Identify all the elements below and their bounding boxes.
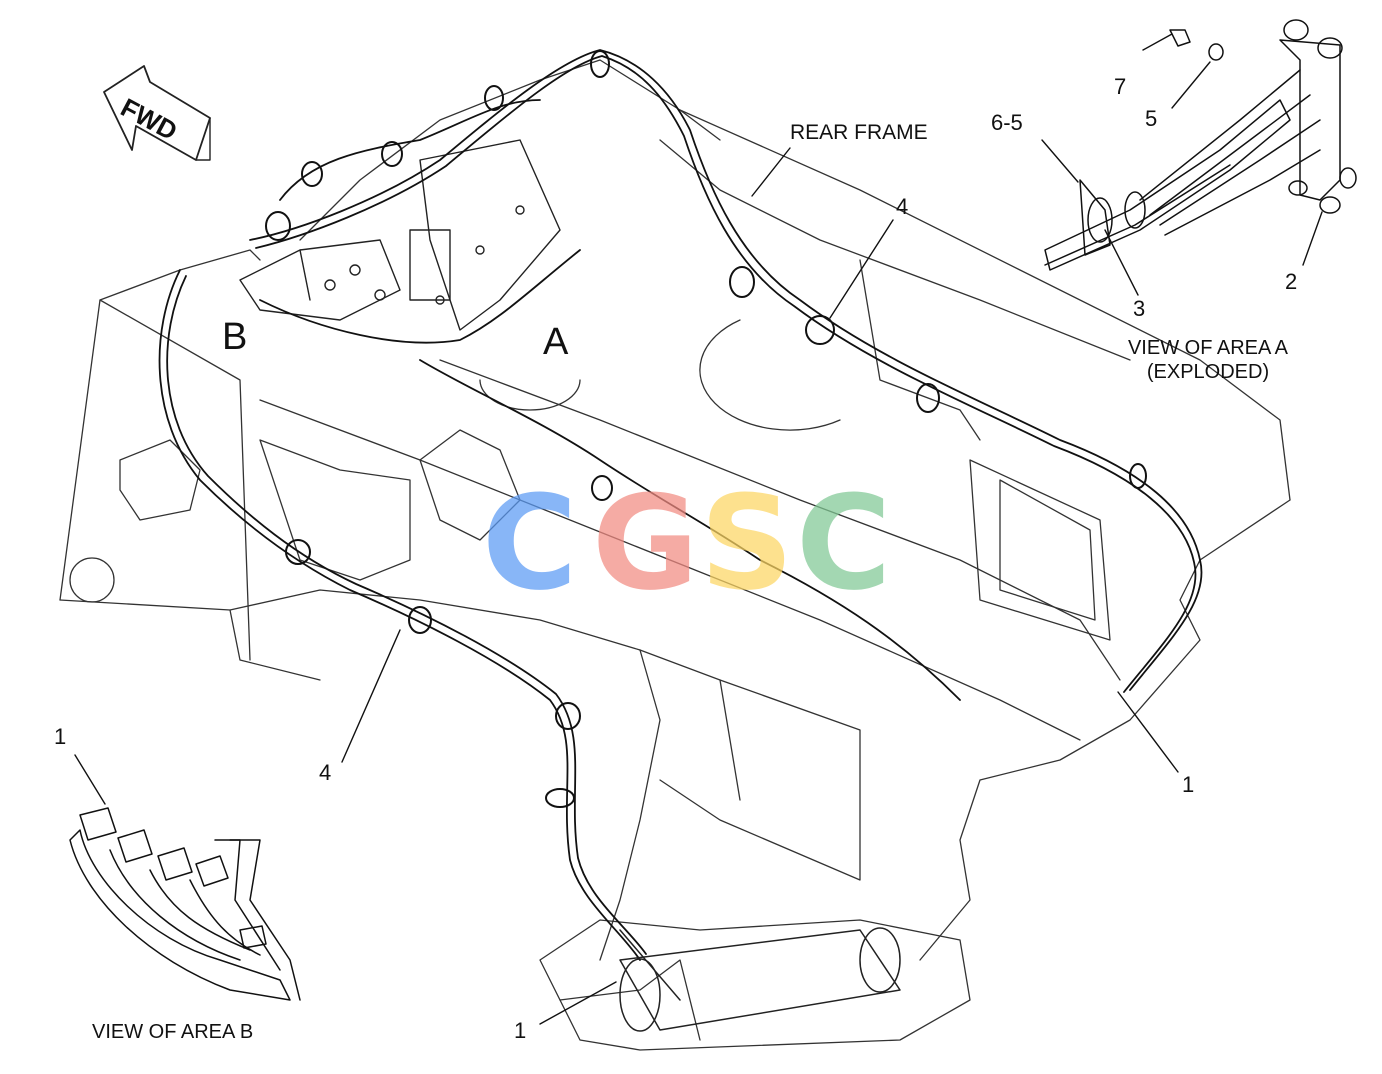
- watermark-letter-g: G: [592, 467, 699, 619]
- callout-6-5: 6-5: [991, 110, 1023, 135]
- fwd-arrow: [103, 65, 211, 161]
- callout-3: 3: [1133, 296, 1146, 321]
- rear-frame-label: REAR FRAME: [790, 121, 928, 144]
- watermark-letter-c2: C: [796, 467, 892, 619]
- hose-bundle: [158, 49, 1203, 961]
- steering-cylinder: [619, 927, 901, 1032]
- leader-lines: [74, 33, 1323, 1025]
- hose-clamps: [265, 50, 1147, 808]
- callout-2: 2: [1285, 269, 1298, 294]
- callout-1-bottom: 1: [514, 1018, 527, 1043]
- view-area-b-caption: VIEW OF AREA B: [92, 1021, 254, 1043]
- view-area-a-title: VIEW OF AREA A: [1127, 337, 1289, 359]
- callout-5: 5: [1145, 106, 1158, 131]
- valve-block: [239, 139, 561, 331]
- view-area-a-subtitle: (EXPLODED): [1146, 361, 1270, 383]
- callout-7: 7: [1114, 74, 1127, 99]
- area-a-exploded-view: [1044, 19, 1357, 271]
- rear-frame-outline: [59, 59, 1291, 1051]
- callout-1-right: 1: [1182, 772, 1195, 797]
- callout-4-lower: 4: [319, 760, 332, 785]
- area-b-fittings-view: [69, 807, 301, 1001]
- watermark-letter-c1: C: [482, 467, 578, 619]
- watermark-letter-s: S: [700, 467, 794, 619]
- callout-4-upper: 4: [896, 194, 909, 219]
- callout-1-left: 1: [54, 724, 67, 749]
- area-a-letter: A: [543, 321, 569, 363]
- view-area-a-caption: VIEW OF AREA A (EXPLODED): [1118, 338, 1298, 382]
- area-b-letter: B: [222, 316, 248, 358]
